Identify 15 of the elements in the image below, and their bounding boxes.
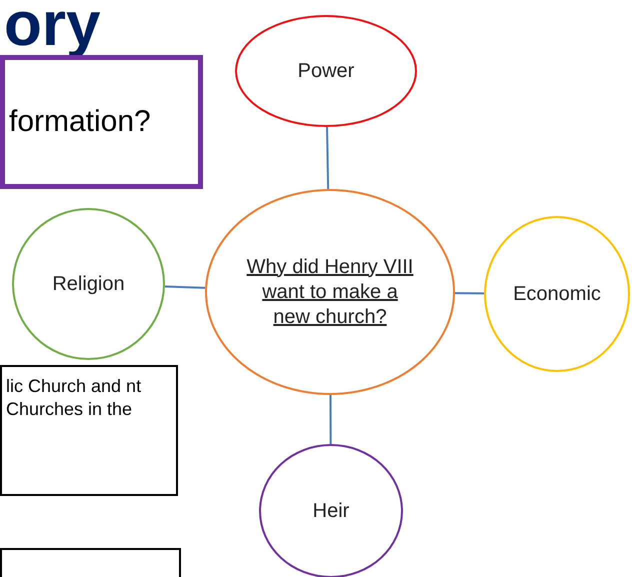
text-box xyxy=(0,365,178,496)
topic-label: Heir xyxy=(312,498,350,524)
text-box xyxy=(0,55,203,189)
topic-label: Economic xyxy=(513,282,601,306)
topic-label: Religion xyxy=(52,272,125,296)
topic-label: Power xyxy=(298,58,354,84)
topic-label: Why did Henry VIII want to make a new church? xyxy=(246,254,414,330)
box-text: formation? xyxy=(9,104,151,140)
connector-line xyxy=(326,126,330,190)
connector-line xyxy=(329,395,332,444)
empty-box xyxy=(0,548,181,577)
connector-line xyxy=(454,292,484,294)
connector-line xyxy=(164,286,206,289)
box-text: lic Church and nt Churches in the xyxy=(6,375,142,420)
heading: ory xyxy=(4,0,100,56)
